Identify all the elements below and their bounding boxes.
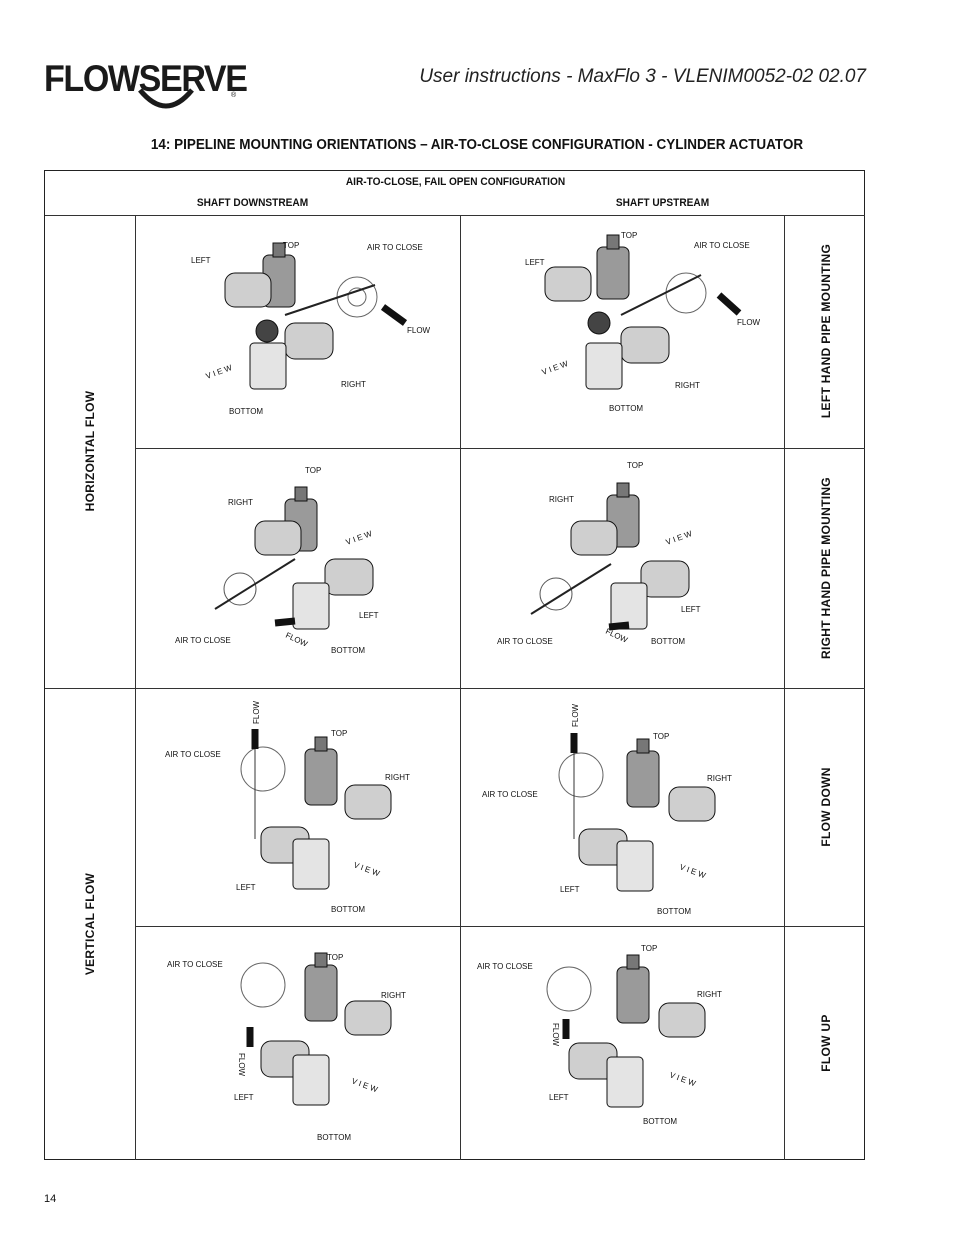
diagram-vertical-flow-down-upstream: FLOW TOP AIR TO CLOSE RIGHT LEFT BOTTOM …: [482, 703, 732, 916]
label-right: RIGHT: [707, 774, 732, 783]
label-bottom: BOTTOM: [609, 404, 643, 413]
label-air-to-close: AIR TO CLOSE: [367, 243, 423, 252]
label-left: LEFT: [359, 611, 379, 620]
diagram-vertical-flow-up-upstream: AIR TO CLOSE TOP RIGHT FLOW LEFT BOTTOM …: [477, 944, 722, 1126]
label-top: TOP: [283, 241, 299, 250]
label-air-to-close: AIR TO CLOSE: [694, 241, 750, 250]
diagram-horizontal-left-upstream: TOP LEFT AIR TO CLOSE FLOW RIGHT BOTTOM …: [525, 231, 761, 413]
label-bottom: BOTTOM: [317, 1133, 351, 1142]
label-right: RIGHT: [341, 380, 366, 389]
grid-line: [45, 688, 865, 689]
label-air-to-close: AIR TO CLOSE: [165, 750, 221, 759]
label-bottom: BOTTOM: [331, 905, 365, 914]
label-air-to-close: AIR TO CLOSE: [167, 960, 223, 969]
column-header-shaft-upstream: SHAFT UPSTREAM: [615, 197, 710, 209]
grid-line: [45, 215, 865, 216]
grid-line: [784, 215, 785, 1160]
label-flow: FLOW: [237, 1053, 246, 1077]
diagram-horizontal-right-downstream: TOP RIGHT LEFT AIR TO CLOSE FLOW BOTTOM …: [175, 466, 379, 655]
label-bottom: BOTTOM: [229, 407, 263, 416]
valve-actuator-drawing: [240, 952, 392, 1106]
label-left: LEFT: [560, 885, 580, 894]
label-flow: FLOW: [551, 1023, 560, 1047]
label-top: TOP: [641, 944, 657, 953]
label-bottom: BOTTOM: [643, 1117, 677, 1126]
label-top: TOP: [305, 466, 321, 475]
row-label-left-hand-pipe: LEFT HAND PIPE MOUNTING: [819, 243, 833, 419]
grid-line: [135, 215, 136, 1160]
row-group-vertical-flow: VERTICAL FLOW: [83, 872, 97, 976]
label-left: LEFT: [191, 256, 211, 265]
label-top: TOP: [621, 231, 637, 240]
label-flow: FLOW: [571, 703, 580, 727]
label-view: V I E W: [350, 1076, 379, 1094]
label-view: V I E W: [665, 529, 694, 547]
valve-actuator-drawing: [558, 733, 716, 892]
label-view: V I E W: [678, 862, 707, 880]
diagram-horizontal-right-upstream: TOP RIGHT LEFT AIR TO CLOSE FLOW BOTTOM …: [497, 461, 701, 646]
label-view: V I E W: [668, 1070, 697, 1088]
orientation-table: AIR-TO-CLOSE, FAIL OPEN CONFIGURATION SH…: [44, 170, 865, 1160]
label-flow: FLOW: [737, 318, 761, 327]
diagram-vertical-flow-up-downstream: AIR TO CLOSE TOP RIGHT FLOW LEFT BOTTOM …: [167, 952, 406, 1142]
diagram-vertical-flow-down-downstream: FLOW TOP AIR TO CLOSE RIGHT LEFT BOTTOM …: [165, 700, 410, 914]
label-top: TOP: [331, 729, 347, 738]
label-right: RIGHT: [228, 498, 253, 507]
flowserve-logo: FLOWSERVE ®: [44, 58, 248, 116]
row-label-right-hand-pipe: RIGHT HAND PIPE MOUNTING: [819, 477, 833, 659]
label-left: LEFT: [236, 883, 256, 892]
valve-actuator-drawing: [214, 486, 374, 630]
row-group-horizontal-flow: HORIZONTAL FLOW: [83, 390, 97, 512]
page-number: 14: [44, 1193, 57, 1205]
label-air-to-close: AIR TO CLOSE: [482, 790, 538, 799]
label-bottom: BOTTOM: [331, 646, 365, 655]
label-air-to-close: AIR TO CLOSE: [175, 636, 231, 645]
label-flow: FLOW: [407, 326, 431, 335]
label-left: LEFT: [234, 1093, 254, 1102]
row-label-flow-down: FLOW DOWN: [819, 767, 833, 847]
label-air-to-close: AIR TO CLOSE: [497, 637, 553, 646]
label-flow: FLOW: [284, 631, 309, 649]
grid-line: [135, 926, 865, 927]
registered-mark: ®: [231, 92, 237, 99]
valve-actuator-drawing: [240, 729, 392, 890]
label-flow: FLOW: [252, 700, 261, 724]
valve-actuator-drawing: [544, 234, 742, 390]
diagram-horizontal-left-downstream: TOP LEFT AIR TO CLOSE FLOW RIGHT BOTTOM …: [191, 241, 431, 416]
label-view: V I E W: [541, 359, 570, 377]
section-title: 14: PIPELINE MOUNTING ORIENTATIONS – AIR…: [150, 137, 804, 153]
label-top: TOP: [627, 461, 643, 470]
label-right: RIGHT: [381, 991, 406, 1000]
grid-line: [460, 215, 461, 1160]
row-label-flow-up: FLOW UP: [819, 1014, 833, 1072]
logo-swoosh-icon: [138, 88, 194, 109]
document-title: User instructions - MaxFlo 3 - VLENIM005…: [419, 66, 866, 87]
label-top: TOP: [653, 732, 669, 741]
valve-actuator-drawing: [224, 242, 408, 390]
valve-actuator-drawing: [546, 954, 706, 1108]
label-left: LEFT: [549, 1093, 569, 1102]
label-bottom: BOTTOM: [657, 907, 691, 916]
grid-line: [135, 448, 865, 449]
label-right: RIGHT: [549, 495, 574, 504]
label-top: TOP: [327, 953, 343, 962]
label-right: RIGHT: [697, 990, 722, 999]
label-view: V I E W: [205, 363, 234, 381]
label-right: RIGHT: [675, 381, 700, 390]
column-header-shaft-downstream: SHAFT DOWNSTREAM: [196, 197, 309, 209]
label-air-to-close: AIR TO CLOSE: [477, 962, 533, 971]
config-header: AIR-TO-CLOSE, FAIL OPEN CONFIGURATION: [345, 176, 566, 188]
label-left: LEFT: [525, 258, 545, 267]
brand-wordmark: FLOWSERVE: [44, 58, 248, 99]
valve-actuator-drawing: [530, 482, 690, 631]
label-view: V I E W: [345, 529, 374, 547]
label-bottom: BOTTOM: [651, 637, 685, 646]
label-left: LEFT: [681, 605, 701, 614]
label-right: RIGHT: [385, 773, 410, 782]
label-view: V I E W: [352, 860, 381, 878]
